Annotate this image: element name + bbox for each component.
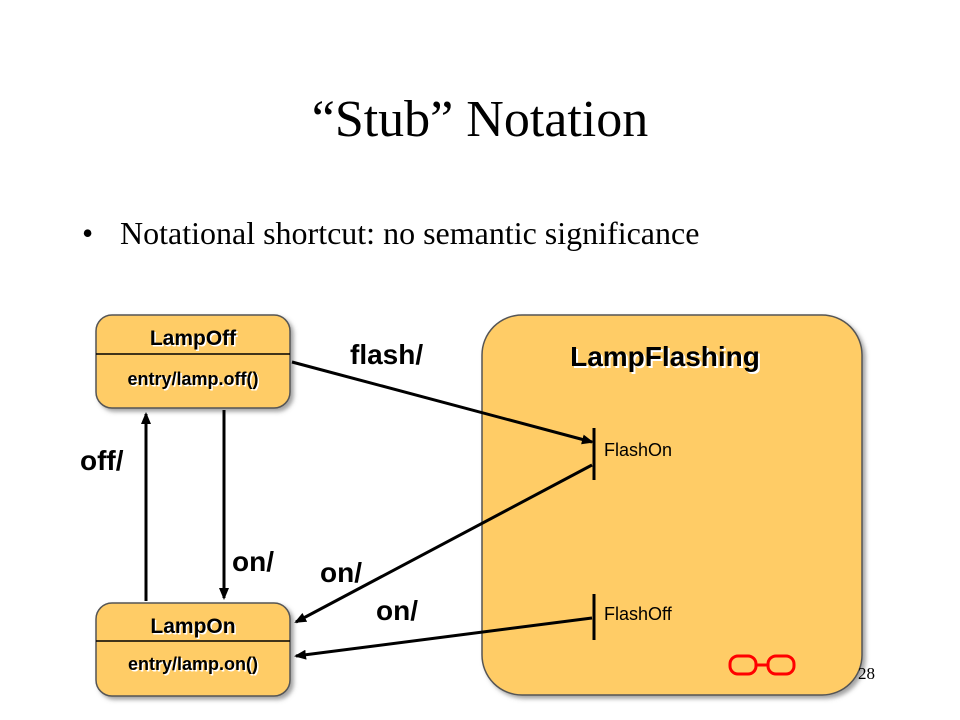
transition-on-from-flash-on-label: on/: [320, 557, 362, 588]
lamp-on-name: LampOn: [150, 615, 235, 638]
transition-flash-label-shadow: flash/: [352, 341, 425, 372]
transition-on-from-flash-on-arrow: [294, 463, 593, 624]
transition-on-from-flash-off-label-shadow: on/: [378, 597, 420, 628]
state-lamp-flashing[interactable]: LampFlashing LampFlashing: [481, 314, 863, 696]
bullet-item: • Notational shortcut: no semantic signif…: [82, 215, 699, 252]
page-number: 28: [858, 664, 875, 683]
lamp-on-action: entry/lamp.on(): [128, 654, 258, 674]
lamp-off-name: LampOff: [150, 327, 237, 350]
transition-on-from-flash-on-label-shadow: on/: [322, 559, 364, 590]
lamp-on-name-shadow: LampOn: [152, 617, 237, 640]
bullet-dot: •: [82, 215, 94, 251]
lamp-off-action-shadow: entry/lamp.off(): [129, 371, 260, 391]
stub-flash-off-label: FlashOff: [604, 604, 673, 624]
transition-on-down-label: on/: [232, 546, 274, 577]
transition-on-from-flash-off-arrow: [294, 616, 593, 660]
transition-flash-arrow: [291, 360, 594, 445]
decomposition-icon: [728, 654, 796, 676]
state-lamp-on[interactable]: LampOn LampOn entry/lamp.on() entry/lamp…: [95, 602, 291, 697]
lamp-off-name-shadow: LampOff: [151, 329, 238, 352]
transition-on-down-label-shadow: on/: [234, 548, 276, 579]
lamp-off-action: entry/lamp.off(): [127, 369, 258, 389]
bullet-text: Notational shortcut: no semantic signifi…: [120, 215, 700, 251]
transition-flash-label: flash/: [350, 339, 423, 370]
transition-off-label: off/: [80, 445, 124, 476]
transition-on-from-flash-off-label: on/: [376, 595, 418, 626]
state-lamp-off[interactable]: LampOff LampOff entry/lamp.off() entry/l…: [95, 314, 291, 409]
lamp-on-action-shadow: entry/lamp.on(): [129, 656, 259, 676]
lamp-flashing-label: LampFlashing: [570, 341, 760, 372]
stub-flash-on-label: FlashOn: [604, 440, 672, 460]
slide-title: “Stub” Notation: [311, 91, 649, 148]
lamp-flashing-label-shadow: LampFlashing: [572, 343, 762, 374]
transition-off-label-shadow: off/: [82, 447, 126, 478]
